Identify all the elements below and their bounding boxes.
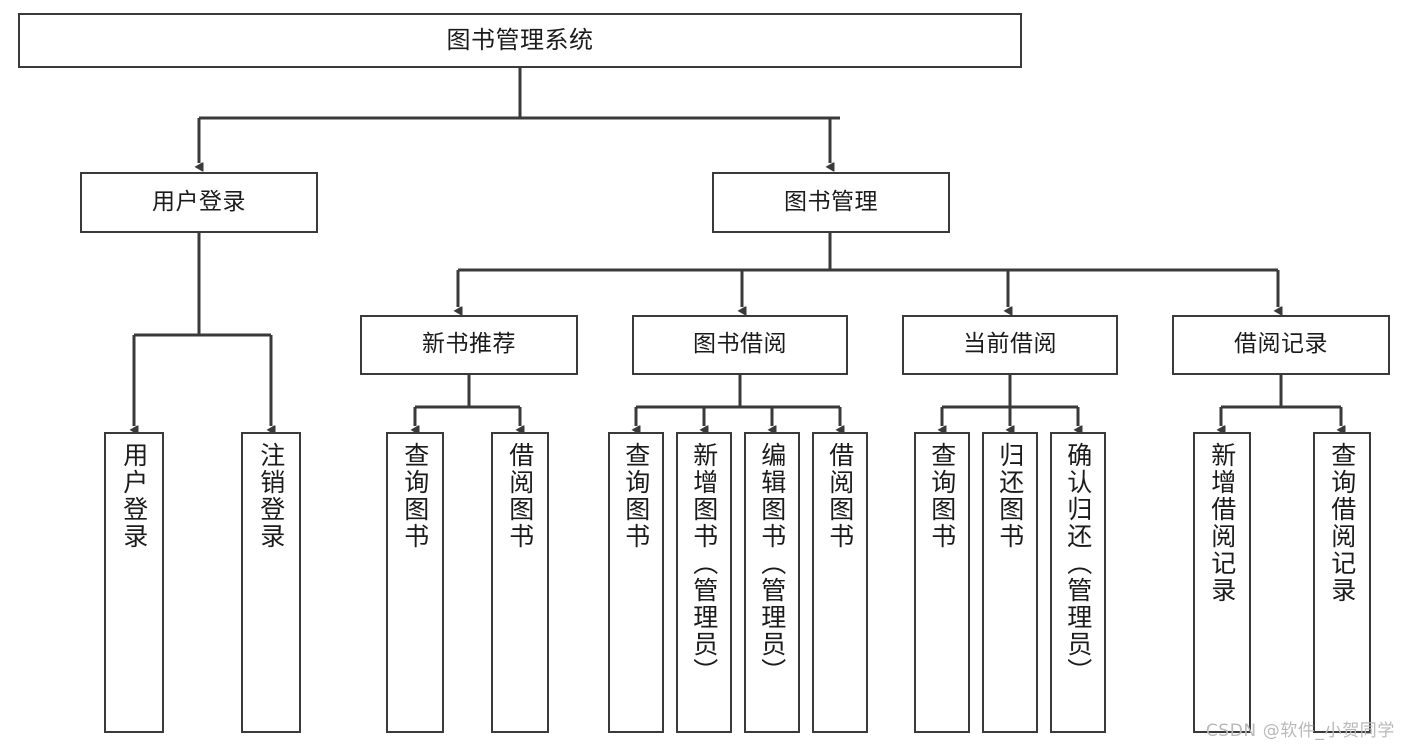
node-leaf-query-record-label: 查询借阅记录 [1327, 442, 1357, 604]
node-leaf-query-book-1-label: 查询图书 [400, 442, 430, 550]
node-leaf-edit-book-label: 编辑图书（管理员） [757, 442, 787, 685]
node-user-login[interactable]: 用户登录 [80, 172, 318, 233]
node-leaf-query-book-2[interactable]: 查询图书 [608, 432, 664, 733]
node-leaf-return-book[interactable]: 归还图书 [982, 432, 1038, 733]
node-new-book-recommend[interactable]: 新书推荐 [360, 315, 578, 375]
node-current-borrow-label: 当前借阅 [963, 331, 1057, 358]
node-leaf-edit-book[interactable]: 编辑图书（管理员） [744, 432, 800, 733]
node-leaf-user-logout[interactable]: 注销登录 [241, 432, 301, 733]
node-leaf-query-record[interactable]: 查询借阅记录 [1313, 432, 1371, 733]
node-borrow-record[interactable]: 借阅记录 [1172, 315, 1390, 375]
node-leaf-confirm-return[interactable]: 确认归还（管理员） [1050, 432, 1106, 733]
node-leaf-add-book-label: 新增图书（管理员） [689, 442, 719, 685]
node-leaf-add-book[interactable]: 新增图书（管理员） [676, 432, 732, 733]
node-leaf-user-login[interactable]: 用户登录 [104, 432, 164, 733]
node-borrow-record-label: 借阅记录 [1234, 331, 1328, 358]
node-leaf-add-record-label: 新增借阅记录 [1207, 442, 1237, 604]
node-leaf-query-book-3-label: 查询图书 [927, 442, 957, 550]
node-new-book-recommend-label: 新书推荐 [422, 331, 516, 358]
node-leaf-borrow-book-2[interactable]: 借阅图书 [812, 432, 868, 733]
node-book-manage[interactable]: 图书管理 [712, 172, 950, 233]
node-current-borrow[interactable]: 当前借阅 [902, 315, 1118, 375]
watermark: CSDN @软件_小贺同学 [1205, 721, 1395, 741]
node-leaf-borrow-book-1-label: 借阅图书 [505, 442, 535, 550]
node-leaf-confirm-return-label: 确认归还（管理员） [1063, 442, 1093, 685]
node-leaf-user-login-label: 用户登录 [119, 442, 149, 550]
node-book-manage-label: 图书管理 [784, 188, 878, 215]
node-leaf-add-record[interactable]: 新增借阅记录 [1193, 432, 1251, 733]
node-user-login-label: 用户登录 [152, 188, 246, 215]
node-leaf-borrow-book-2-label: 借阅图书 [825, 442, 855, 550]
node-book-borrow-label: 图书借阅 [693, 331, 787, 358]
node-leaf-return-book-label: 归还图书 [995, 442, 1025, 550]
node-leaf-user-logout-label: 注销登录 [256, 442, 286, 550]
node-leaf-query-book-3[interactable]: 查询图书 [914, 432, 970, 733]
node-leaf-borrow-book-1[interactable]: 借阅图书 [491, 432, 549, 733]
node-leaf-query-book-1[interactable]: 查询图书 [386, 432, 444, 733]
node-root[interactable]: 图书管理系统 [18, 13, 1022, 68]
node-root-label: 图书管理系统 [446, 26, 594, 55]
node-leaf-query-book-2-label: 查询图书 [621, 442, 651, 550]
node-book-borrow[interactable]: 图书借阅 [632, 315, 848, 375]
